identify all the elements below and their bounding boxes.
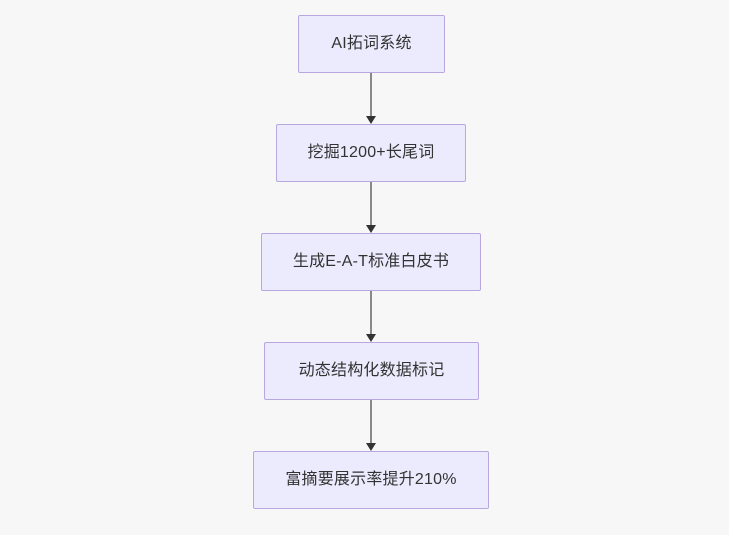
- flow-node-dynamic-structured-data-markup[interactable]: 动态结构化数据标记: [264, 342, 479, 400]
- arrowhead-icon: [366, 443, 376, 451]
- flow-node-ai-keyword-system[interactable]: AI拓词系统: [298, 15, 445, 73]
- edge-n4-n5: [361, 400, 381, 451]
- edge-n3-n4: [361, 291, 381, 342]
- flow-node-label: 挖掘1200+长尾词: [307, 144, 435, 161]
- arrowhead-icon: [366, 116, 376, 124]
- flow-node-rich-snippet-impression-lift[interactable]: 富摘要展示率提升210%: [253, 451, 489, 509]
- arrowhead-icon: [366, 225, 376, 233]
- flow-node-label: 动态结构化数据标记: [298, 362, 445, 379]
- edge-n1-n2: [361, 73, 381, 124]
- edge-line: [370, 400, 372, 443]
- edge-line: [370, 291, 372, 334]
- edge-n2-n3: [361, 182, 381, 233]
- arrowhead-icon: [366, 334, 376, 342]
- flow-node-label: 生成E-A-T标准白皮书: [292, 253, 450, 270]
- flow-node-label: AI拓词系统: [331, 35, 412, 52]
- edge-line: [370, 182, 372, 225]
- edge-line: [370, 73, 372, 116]
- flow-node-generate-eat-whitepaper[interactable]: 生成E-A-T标准白皮书: [261, 233, 481, 291]
- flow-node-mine-longtail-keywords[interactable]: 挖掘1200+长尾词: [276, 124, 466, 182]
- flow-node-label: 富摘要展示率提升210%: [285, 471, 457, 488]
